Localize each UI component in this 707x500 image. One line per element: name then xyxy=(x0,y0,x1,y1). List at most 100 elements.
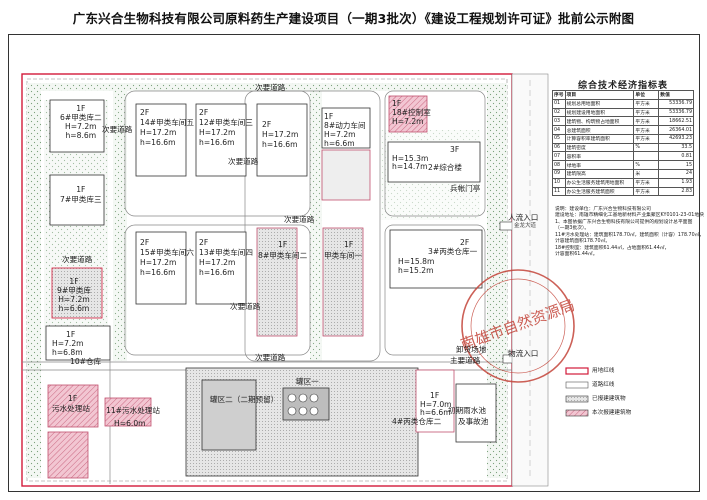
people-entrance: 人流入口 xyxy=(508,213,539,222)
table-head-row: 序号项目单位数值 xyxy=(552,90,694,100)
label-workshop-15: 2F 15#甲类车间六 H=17.2m h=16.6m xyxy=(140,238,194,277)
shape-workshop-13 xyxy=(195,231,247,305)
main-road-label: 主要道路 xyxy=(450,356,481,365)
table-cell: 容积率 xyxy=(564,151,635,162)
table-cell: 03 xyxy=(552,116,566,127)
table-cell: 08 xyxy=(552,160,566,171)
drawing-title: 广东兴合生物科技有限公司原料药生产建设项目（一期3批次）《建设工程规划许可证》批… xyxy=(72,11,635,26)
note-line: 计容建筑面积178.70㎡。 xyxy=(555,239,611,245)
note-line: 计容面积61.44㎡。 xyxy=(555,252,598,258)
legend-red-line: 用地红线 xyxy=(592,368,615,374)
table-cell: 绿地率 xyxy=(564,160,635,171)
table-cell: 米 xyxy=(633,169,660,179)
shape-workshop-1 xyxy=(256,103,308,177)
shape-power xyxy=(321,107,371,149)
table-cell: 11 xyxy=(552,186,566,197)
shape-workshop-14 xyxy=(135,103,187,177)
table-cell: 07 xyxy=(552,151,566,162)
table-cell: 26364.01 xyxy=(658,125,694,135)
table-cell: 02 xyxy=(552,107,566,118)
table-head-cell: 数值 xyxy=(658,90,694,100)
table-cell: 42693.23 xyxy=(658,133,694,144)
label-warehouse-9: 1F 9#甲类库 H=7.2m h=6.6m xyxy=(57,277,91,314)
note-line: 11#污水处理站：建筑面积178.70㎡，建筑面积（计容）178.70㎡， xyxy=(555,232,705,238)
note-line: 18#控制室：建筑面积61.44㎡，占地面积61.44㎡， xyxy=(555,245,670,251)
table-head-cell: 项目 xyxy=(564,90,635,100)
legend-existing: 已报建建筑物 xyxy=(592,396,626,402)
label-warehouse-4: 1F H=7.0m h=6.6m 4#丙类仓库二 xyxy=(392,391,452,427)
road-label-1: 次要道路 xyxy=(255,83,286,92)
shape-workshop-12 xyxy=(195,103,247,177)
loading-area-label: 卸货场地 xyxy=(456,345,487,354)
table-cell: 建筑物、构筑物占地面积 xyxy=(564,116,635,127)
table-cell: 平方米 xyxy=(633,133,660,144)
label-workshop-a: 1F 8#甲类车间二 xyxy=(258,240,308,260)
label-control: 1F 18#控制室 H=7.2m xyxy=(392,99,431,127)
green-belt-north xyxy=(27,83,507,91)
table-cell: 0.81 xyxy=(658,151,694,162)
table-cell: 2.83 xyxy=(658,186,694,197)
table-cell: 建筑限高 xyxy=(564,169,635,179)
indicator-table-title: 综合技术经济指标表 xyxy=(577,81,668,91)
drawing-frame xyxy=(8,34,700,492)
table-cell: 09 xyxy=(552,169,566,179)
label-workshop-b: 1F 甲类车间一 xyxy=(324,240,362,260)
shape-warehouse-6 xyxy=(49,99,105,153)
label-workshop-13: 2F 13#甲类车间四 H=17.2m h=16.6m xyxy=(199,238,253,277)
shape-warehouse-4 xyxy=(415,369,455,433)
table-cell: 平方米 xyxy=(633,107,660,118)
table-cell: 规划建设用地面积 xyxy=(564,107,635,118)
table-cell: 平方米 xyxy=(633,186,660,197)
notes: 说明：建设单位：广东兴合生物科技有限公司建设地址：南雄市精细化工基地新材料产业集… xyxy=(555,207,705,259)
shape-workshop-a xyxy=(256,227,298,337)
label-workshop-12: 2F 12#甲类车间三 H=17.2m h=16.6m xyxy=(199,108,253,147)
road-label-4: 次要道路 xyxy=(62,255,93,264)
tank-circles xyxy=(287,393,319,416)
road-label-7: 次要道路 xyxy=(255,353,286,362)
road-label-2: 次要道路 xyxy=(102,125,133,134)
label-tank-1: 罐区一 xyxy=(296,377,319,386)
shape-control xyxy=(388,95,428,133)
shape-power-annex xyxy=(321,149,371,201)
shape-workshop-b xyxy=(322,227,364,337)
label-wastewater: 1F 污水处理站 xyxy=(52,394,90,413)
table-cell: 办公生活服务建筑面积 xyxy=(564,186,635,197)
shape-water-11 xyxy=(104,397,152,427)
table-head-cell: 序号 xyxy=(552,90,566,100)
table-cell: 平方米 xyxy=(633,98,660,109)
shape-warehouse-10 xyxy=(45,325,111,361)
table-cell: 05 xyxy=(552,133,566,144)
table-cell: 办公生活服务建筑用地面积 xyxy=(564,177,635,188)
table-cell: 24 xyxy=(658,169,694,179)
guard-booth: 兵帐门亭 xyxy=(450,184,481,193)
table-cell: 计算容积率建筑面积 xyxy=(564,133,635,144)
freight-entrance: 物流入口 xyxy=(508,349,539,358)
table-head-cell: 单位 xyxy=(633,90,660,100)
legend-new: 本次报建建筑物 xyxy=(592,410,632,416)
table-cell: 规划总用地面积 xyxy=(564,98,635,109)
shape-warehouse-9 xyxy=(51,267,103,319)
table-cell: 06 xyxy=(552,142,566,153)
table-cell: 53336.79 xyxy=(658,107,694,118)
table-cell: 53336.79 xyxy=(658,98,694,109)
table-cell: 平方米 xyxy=(633,116,660,127)
table-cell xyxy=(633,151,660,162)
label-warehouse-3: 2F 3#丙类仓库一 H=15.8m h=15.2m xyxy=(398,238,478,276)
table-cell: 平方米 xyxy=(633,177,660,188)
green-belt-west xyxy=(27,83,41,478)
table-cell: 18662.51 xyxy=(658,116,694,127)
table-cell: 总建筑面积 xyxy=(564,125,635,135)
table-cell: 建筑密度 xyxy=(564,142,635,153)
label-workshop-1: 2F H=17.2m h=16.6m xyxy=(262,120,299,149)
note-line: 1、本图依据广东兴合生物科技有限公司提供的规划设计总平面图 xyxy=(555,219,693,225)
shape-warehouse-3 xyxy=(389,229,483,289)
road-name: 金龙大道 xyxy=(514,223,537,229)
